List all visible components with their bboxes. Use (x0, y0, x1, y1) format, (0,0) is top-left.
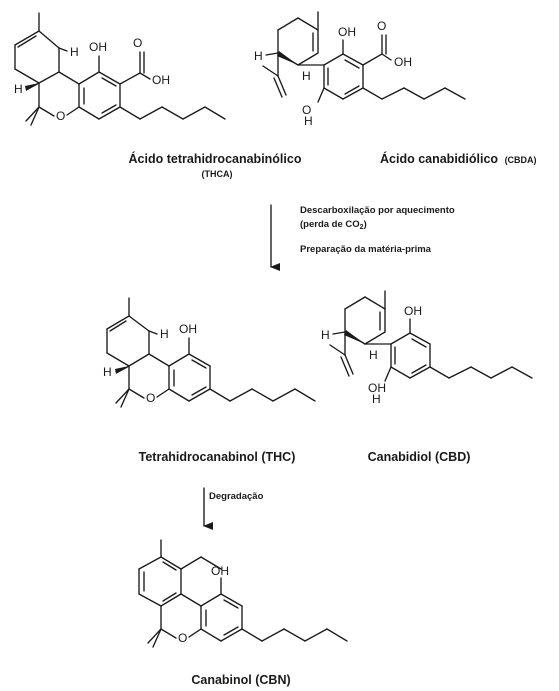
cbda-carbonyl-o-label: O (377, 19, 386, 33)
thc-ring-o-label: O (146, 391, 155, 405)
cbn-ring-o-label: O (178, 631, 187, 645)
cbn-structure: OH O (138, 539, 348, 648)
thca-ring-o-label: O (56, 109, 65, 123)
cbda-label: Ácido canabidiólico (CBDA) (380, 151, 537, 166)
svg-text:Ácido canabidiólico (CBD: Ácido canabidiólico (CBDA) (380, 151, 537, 166)
cbd-oh-bottom-label: OH (368, 381, 386, 395)
cbd-oh-top-label: OH (404, 304, 422, 318)
cbda-oh-top-label: OH (338, 25, 356, 39)
cbda-structure: OH O OH O H H H (254, 11, 466, 128)
thc-oh-label: OH (179, 322, 197, 336)
thc-h-label-2: H (103, 365, 112, 379)
thca-abbr: (THCA) (202, 169, 233, 179)
cbd-h-label: H (321, 328, 330, 342)
cbda-oh-bottom-label: O (302, 103, 311, 117)
thc-h-label: H (160, 327, 169, 341)
co2-loss-label: (perda de CO2) (300, 219, 367, 231)
decarboxylation-step-label: Descarboxilação por aquecimento (300, 205, 455, 216)
cbn-name: Canabinol (CBN) (191, 673, 290, 687)
thca-h-label: H (70, 45, 79, 59)
cbd-h-label-2: H (369, 348, 378, 362)
thca-h-label-2: H (14, 82, 23, 96)
cbd-structure: OH OH H H H (321, 290, 533, 406)
cbda-oh-bottom-h-label: H (304, 114, 313, 128)
cbd-oh-bottom-h-label: H (372, 392, 381, 406)
thca-carbonyl-o-label: O (133, 36, 142, 50)
thca-acid-oh-label: OH (152, 73, 170, 87)
cbn-oh-label: OH (211, 564, 229, 578)
cbda-name: Ácido canabidiólico (380, 151, 498, 166)
raw-material-preparation-label: Preparação da matéria-prima (300, 244, 432, 255)
thca-name: Ácido tetrahidrocanabinólico (129, 151, 302, 166)
thca-structure: OH O OH O H H (14, 12, 226, 126)
cbda-h-label-2: H (302, 69, 311, 83)
thc-structure: OH O H H (103, 297, 316, 408)
cbda-acid-oh-label: OH (394, 55, 412, 69)
cbda-abbr: (CBDA) (505, 155, 537, 165)
thca-oh-label: OH (89, 40, 107, 54)
degradation-label: Degradação (209, 491, 264, 502)
thc-name: Tetrahidrocanabinol (THC) (139, 450, 296, 464)
cbda-h-label: H (254, 49, 263, 63)
cbd-name: Canabidiol (CBD) (368, 450, 471, 464)
